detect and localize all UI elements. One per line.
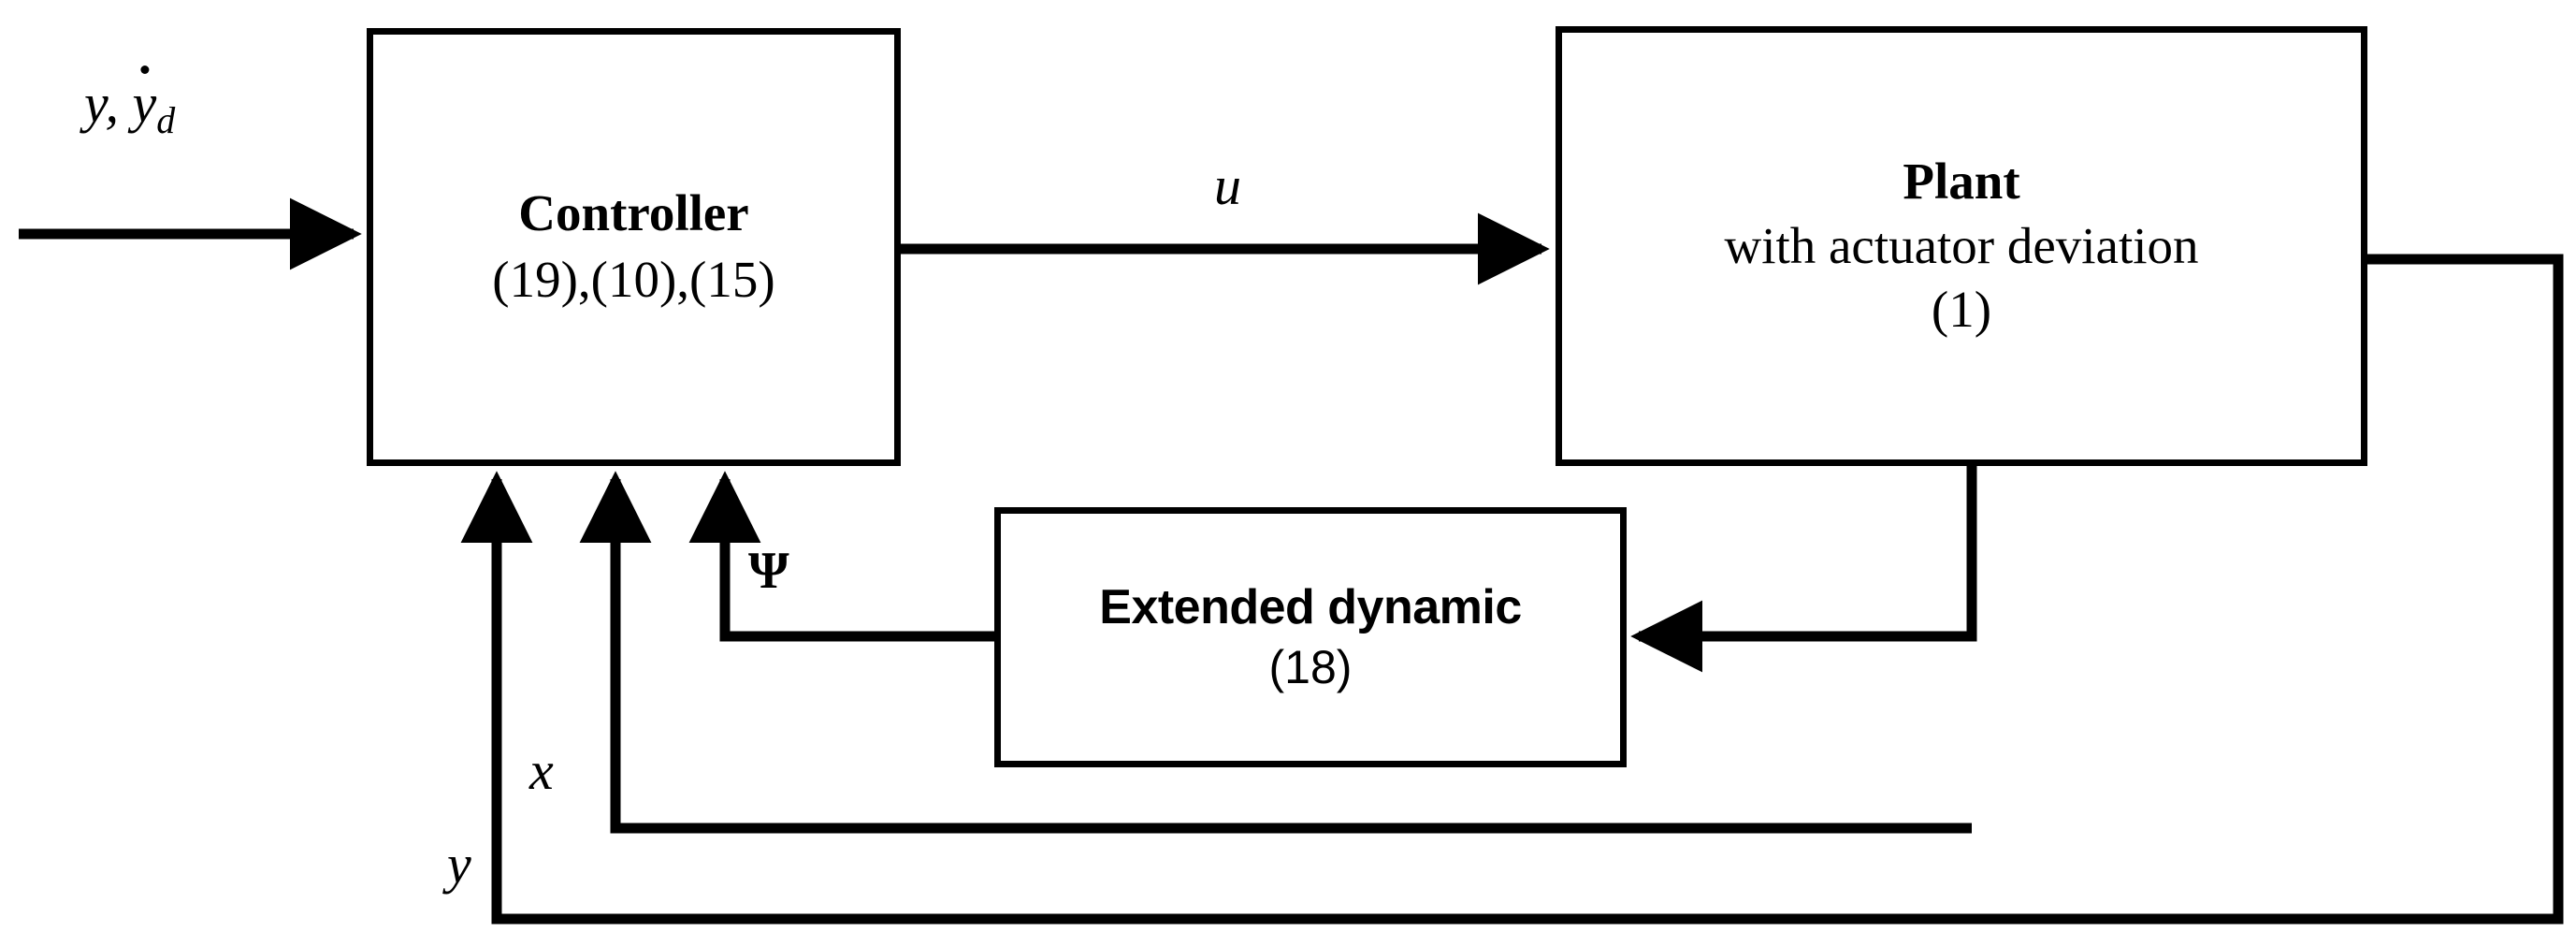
signal-x-feedback bbox=[579, 471, 1972, 834]
block-plant[interactable]: Plant with actuator deviation (1) bbox=[1556, 26, 2367, 466]
signal-label-input: y, y d bbox=[84, 66, 176, 141]
signal-label-psi: Ψ bbox=[748, 542, 789, 600]
plant-title: Plant bbox=[1903, 152, 2020, 210]
signal-label-u: u bbox=[1214, 155, 1241, 216]
controller-title: Controller bbox=[518, 184, 749, 242]
derivative-dot-icon bbox=[140, 66, 150, 74]
plant-equation-ref: (1) bbox=[1931, 281, 1992, 339]
signal-label-input-ydot: y bbox=[133, 66, 156, 131]
block-extended-dynamic[interactable]: Extended dynamic (18) bbox=[994, 507, 1627, 767]
signal-plant-to-extended bbox=[1630, 466, 1977, 673]
signal-label-y: y bbox=[447, 834, 471, 895]
plant-subtitle: with actuator deviation bbox=[1724, 216, 2199, 274]
controller-equation-refs: (19),(10),(15) bbox=[492, 251, 775, 308]
signal-y-feedback bbox=[460, 254, 2564, 925]
signal-psi-arrow bbox=[688, 471, 994, 642]
signal-label-input-subscript: d bbox=[156, 99, 176, 141]
extended-dynamic-equation-ref: (18) bbox=[1268, 641, 1353, 694]
signal-label-input-y: y, bbox=[84, 73, 120, 134]
block-controller[interactable]: Controller (19),(10),(15) bbox=[367, 28, 901, 466]
signal-label-input-yd-base: y bbox=[132, 73, 157, 134]
extended-dynamic-title: Extended dynamic bbox=[1099, 579, 1522, 634]
signal-label-x: x bbox=[529, 740, 554, 801]
